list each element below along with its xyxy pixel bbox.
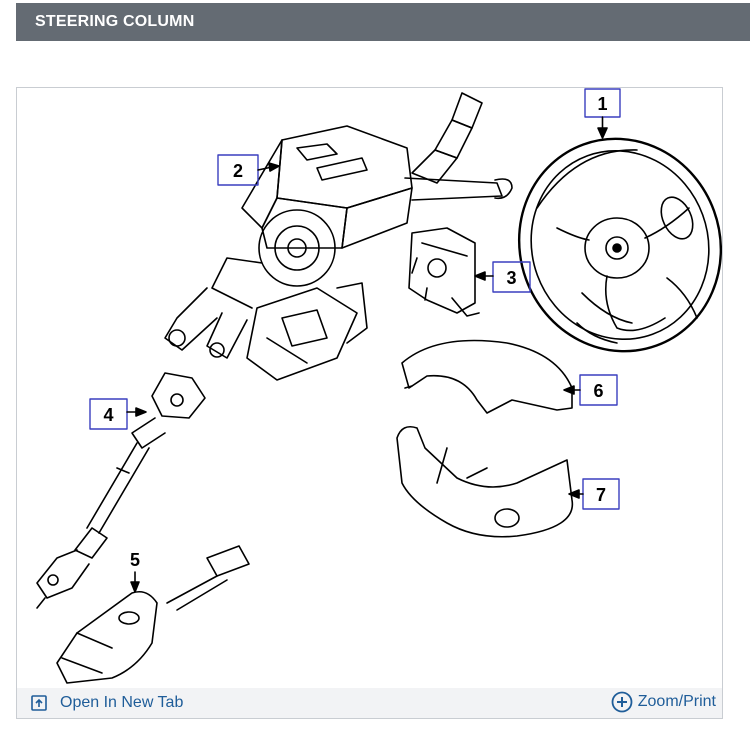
section-title: STEERING COLUMN (35, 13, 195, 30)
steering-wheel-part (517, 137, 722, 353)
callout-4[interactable]: 4 (89, 398, 147, 430)
zoom-print-label: Zoom/Print (637, 693, 716, 710)
steering-column-part (164, 92, 513, 381)
lower-shroud-part (396, 425, 574, 538)
svg-text:4: 4 (103, 405, 113, 425)
callout-1[interactable]: 1 (584, 88, 621, 139)
callout-6[interactable]: 6 (563, 374, 618, 406)
diagram-frame: 1 2 3 4 5 (16, 87, 723, 719)
svg-text:3: 3 (506, 268, 516, 288)
callout-5[interactable]: 5 (130, 550, 140, 593)
svg-text:6: 6 (593, 381, 603, 401)
ignition-bracket-part (408, 227, 480, 317)
svg-text:2: 2 (233, 161, 243, 181)
zoom-print-link[interactable]: Zoom/Print (611, 691, 716, 713)
svg-text:7: 7 (596, 485, 606, 505)
upper-shroud-part (401, 339, 573, 414)
callout-7[interactable]: 7 (568, 478, 620, 510)
open-in-new-tab-icon (31, 695, 47, 711)
zoom-plus-icon (611, 691, 633, 713)
section-header: STEERING COLUMN (16, 3, 750, 41)
lower-shaft-part (56, 545, 250, 684)
intermediate-shaft-part (36, 372, 206, 609)
open-in-new-tab-link[interactable]: Open In New Tab (31, 694, 183, 712)
callout-2[interactable]: 2 (217, 154, 280, 186)
svg-text:5: 5 (130, 550, 140, 570)
steering-column-diagram: 1 2 3 4 5 (36, 88, 722, 684)
svg-text:1: 1 (597, 94, 607, 114)
callout-3[interactable]: 3 (474, 261, 531, 293)
diagram-toolbar: Open In New Tab Zoom/Print (17, 688, 722, 718)
open-in-new-tab-label: Open In New Tab (60, 694, 184, 711)
